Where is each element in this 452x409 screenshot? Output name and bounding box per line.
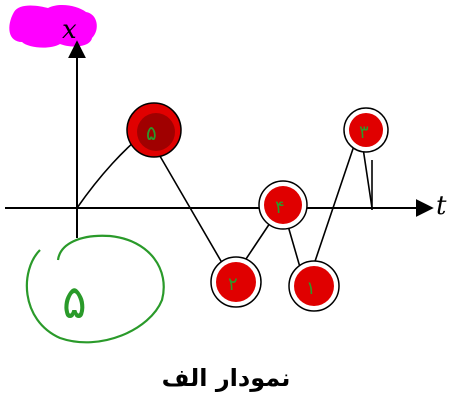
marker-2: ۳ [343, 107, 389, 153]
marker-4-number: ۲ [228, 274, 238, 295]
handdrawn-number: ۵ [62, 275, 87, 329]
figure-caption: نمودار الف [161, 364, 291, 392]
marker-1-number: ۵ [146, 121, 157, 145]
handdrawn-loop [25, 234, 165, 344]
marker-3: ۴ [258, 180, 308, 230]
marker-5: ۱ [288, 260, 340, 312]
highlight-blob [9, 5, 97, 48]
y-axis-label: x [62, 15, 77, 45]
marker-4: ۲ [210, 256, 262, 308]
marker-3-number: ۴ [275, 197, 285, 218]
marker-5-number: ۱ [306, 278, 316, 299]
marker-2-number: ۳ [359, 122, 369, 143]
x-axis-label: t [436, 191, 447, 221]
marker-1: ۵ [126, 102, 182, 158]
